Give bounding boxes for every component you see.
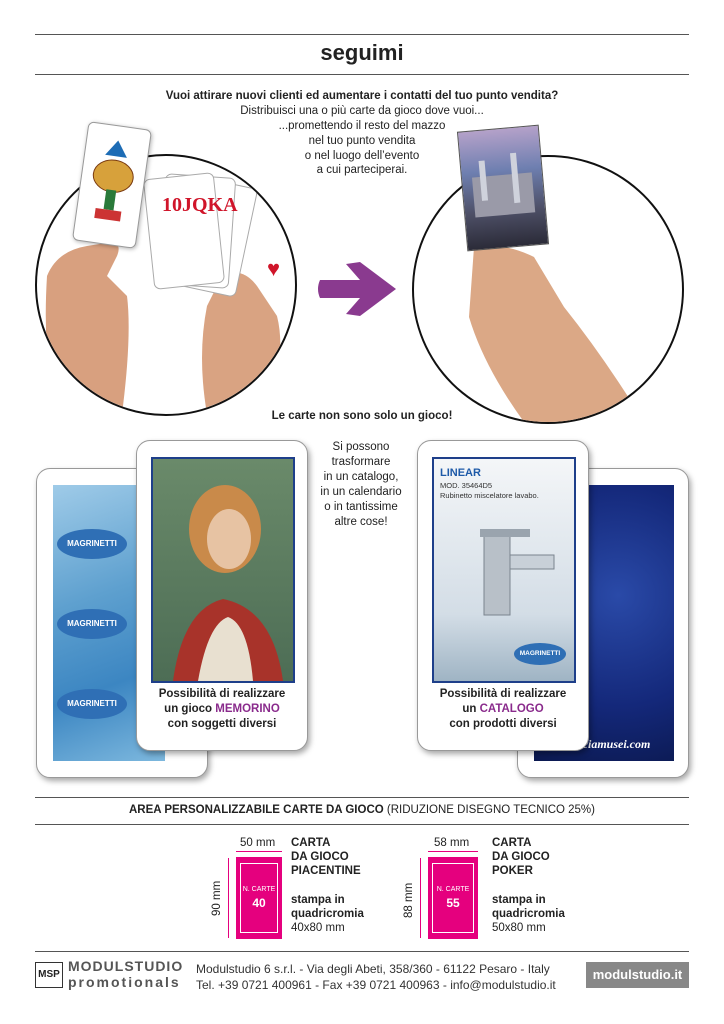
spec1-height: 90 mm [211, 880, 223, 916]
spec1-width-arrow [236, 851, 282, 852]
sub-line-3: nel tuo punto vendita [308, 135, 416, 147]
catalog-highlight: CATALOGO [479, 703, 544, 715]
spec1-height-arrow [228, 858, 229, 938]
footer-address-block: Modulstudio 6 s.r.l. - Via degli Abeti, … [196, 961, 556, 993]
website-link[interactable]: modulstudio.it [586, 962, 689, 988]
spec2-card-inner [432, 863, 474, 933]
title-rule [35, 74, 689, 75]
spec2-print-1: stampa in [492, 894, 546, 906]
memorino-card: Possibilità di realizzare un gioco MEMOR… [136, 440, 308, 751]
middle-line-1: Si possono [332, 441, 390, 453]
catalog-caption-2a: un [462, 703, 480, 715]
section-title: AREA PERSONALIZZABILE CARTE DA GIOCO (RI… [0, 804, 724, 816]
spec1-name: CARTA DA GIOCO PIACENTINE [291, 836, 361, 878]
hands-cards-circle: 10JQKA ♥ [35, 154, 297, 416]
catalog-frame: LINEAR MOD. 35464D5 Rubinetto miscelator… [432, 457, 576, 683]
sub-line-1: Distribuisci una o più carte da gioco do… [240, 105, 484, 117]
spec1-n-label: N. CARTE [242, 886, 276, 893]
spec2-print: stampa in quadricromia 50x80 mm [492, 893, 565, 935]
middle-line-5: o in tantissime [324, 501, 398, 513]
catalog-brand: LINEAR [440, 467, 481, 479]
brand-tagline: promotionals [68, 974, 181, 990]
spec1-size: 40x80 mm [291, 922, 345, 934]
section-title-rest: (RIDUZIONE DISEGNO TECNICO 25%) [383, 804, 595, 816]
footer-address: Modulstudio 6 s.r.l. - Via degli Abeti, … [196, 962, 550, 976]
catalog-caption-3: con prodotti diversi [449, 718, 557, 730]
middle-text: Si possono trasformare in un catalogo, i… [305, 440, 417, 530]
sub-line-4: o nel luogo dell’evento [304, 150, 420, 162]
spec1-name-2: DA GIOCO [291, 851, 349, 863]
spec1-print-1: stampa in [291, 894, 345, 906]
spec1-width: 50 mm [240, 837, 276, 849]
section-rule-bottom [35, 824, 689, 825]
spec1-name-1: CARTA [291, 837, 331, 849]
memorino-highlight: MEMORINO [215, 703, 280, 715]
page-title: seguimi [320, 40, 404, 65]
spec2-name-2: DA GIOCO [492, 851, 550, 863]
portrait-frame [151, 457, 295, 683]
spec1-print-2: quadricromia [291, 908, 364, 920]
spec2-name-1: CARTA [492, 837, 532, 849]
spec2-width: 58 mm [434, 837, 470, 849]
catalog-card: LINEAR MOD. 35464D5 Rubinetto miscelator… [417, 440, 589, 751]
memorino-caption-2a: un gioco [164, 703, 216, 715]
brand-tile-2: MAGRINETTI [57, 609, 127, 639]
tagline: Le carte non sono solo un gioco! [271, 410, 453, 422]
memorino-caption-3: con soggetti diversi [167, 718, 277, 730]
footer-contacts: Tel. +39 0721 400961 - Fax +39 0721 4009… [196, 978, 556, 992]
brand-tile-3: MAGRINETTI [57, 689, 127, 719]
spec2-n-label: N. CARTE [436, 886, 470, 893]
right-arrow-icon [318, 262, 396, 316]
cup-suit-illustration [92, 140, 134, 222]
spec1-card: N. CARTE 40 [236, 857, 282, 939]
section-rule-top [35, 797, 689, 798]
italian-card [71, 121, 153, 249]
cards-ranks-text: 10JQKA [162, 194, 238, 216]
section-title-bold: AREA PERSONALIZZABILE CARTE DA GIOCO [128, 804, 384, 816]
top-rule [35, 34, 689, 35]
middle-line-6: altre cose! [334, 516, 388, 528]
middle-line-4: in un calendario [320, 486, 402, 498]
msp-logo: MSP [35, 962, 63, 988]
spec2-width-arrow [428, 851, 478, 852]
catalog-model: MOD. 35464D5 [440, 481, 493, 490]
memorino-caption-2: un gioco MEMORINO [137, 702, 307, 717]
middle-line-3: in un catalogo, [323, 471, 399, 483]
portrait-illustration [173, 485, 283, 681]
memorino-caption-1: Possibilità di realizzare [158, 688, 286, 700]
spec2-n-value: 55 [446, 896, 460, 910]
sub-line-5: a cui parteciperai. [316, 164, 408, 176]
catalog-caption-1: Possibilità di realizzare [439, 688, 567, 700]
spec1-print: stampa in quadricromia 40x80 mm [291, 893, 364, 935]
spec1-card-inner [240, 863, 278, 933]
hand-deck-circle [412, 155, 684, 424]
night-card-text: sciamusei.com [578, 737, 651, 751]
deck-box-artwork [471, 152, 536, 218]
catalog-desc: Rubinetto miscelatore lavabo. [440, 491, 539, 500]
lead-question: Vuoi attirare nuovi clienti ed aumentare… [165, 90, 559, 102]
spec1-name-3: PIACENTINE [291, 865, 361, 877]
spec2-name-3: POKER [492, 865, 533, 877]
footer-rule [35, 951, 689, 952]
brand-name: MODULSTUDIO [68, 958, 184, 974]
faucet-illustration [480, 529, 555, 616]
deck-box [456, 124, 550, 252]
spec2-print-2: quadricromia [492, 908, 565, 920]
hand-deck-illustration [469, 245, 644, 422]
hands-cards-illustration: 10JQKA ♥ [45, 172, 281, 414]
catalog-brand-tile: MAGRINETTI [514, 643, 566, 665]
spec2-size: 50x80 mm [492, 922, 546, 934]
catalog-caption-2: un CATALOGO [418, 702, 588, 717]
sub-line-2: ...promettendo il resto del mazzo [278, 120, 446, 132]
brand-tile-1: MAGRINETTI [57, 529, 127, 559]
middle-line-2: trasformare [331, 456, 391, 468]
spec1-n-value: 40 [252, 896, 266, 910]
spec2-height-arrow [420, 858, 421, 938]
spec2-name: CARTA DA GIOCO POKER [492, 836, 550, 878]
spec2-height: 88 mm [403, 882, 415, 918]
svg-text:♥: ♥ [267, 256, 280, 281]
spec2-card: N. CARTE 55 [428, 857, 478, 939]
